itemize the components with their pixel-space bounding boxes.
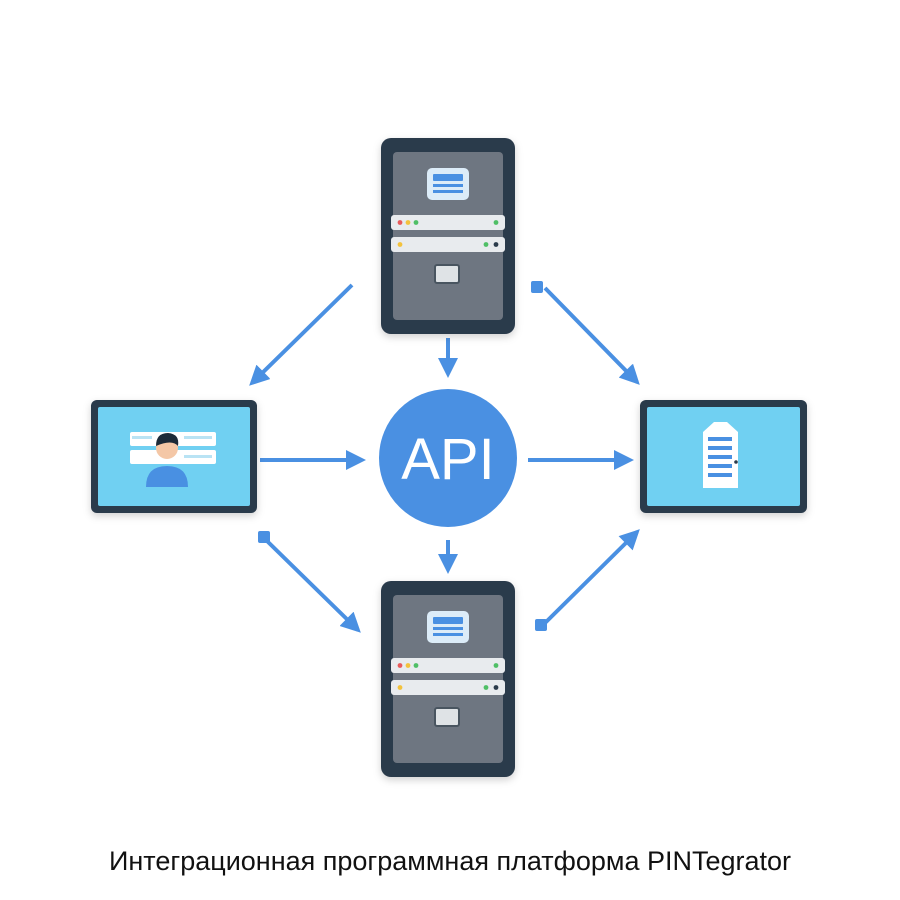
server-top xyxy=(381,138,515,334)
api-label: API xyxy=(401,427,495,492)
api-hub: API xyxy=(379,389,517,527)
user-profile-icon xyxy=(130,432,216,487)
arrow-server-top-to-client-right xyxy=(543,286,640,385)
disk-slot xyxy=(434,264,460,284)
caption: Интеграционная программная платформа PIN… xyxy=(108,846,792,876)
arrow-tail-caps xyxy=(258,281,547,631)
client-right xyxy=(640,400,807,513)
server-icon xyxy=(427,611,469,643)
drive-bay xyxy=(391,658,505,673)
client-left xyxy=(91,400,257,513)
connection-arrows xyxy=(249,283,640,633)
arrow-server-bottom-to-client-right xyxy=(543,529,640,625)
drive-bay xyxy=(391,237,505,252)
drive-bay xyxy=(391,215,505,230)
server-icon xyxy=(427,168,469,200)
server-bottom xyxy=(381,581,515,777)
disk-slot xyxy=(434,707,460,727)
arrow-server-top-to-client-left xyxy=(249,283,354,386)
arrow-client-left-to-server-bottom xyxy=(264,538,361,633)
document-icon xyxy=(703,422,738,488)
drive-bay xyxy=(391,680,505,695)
